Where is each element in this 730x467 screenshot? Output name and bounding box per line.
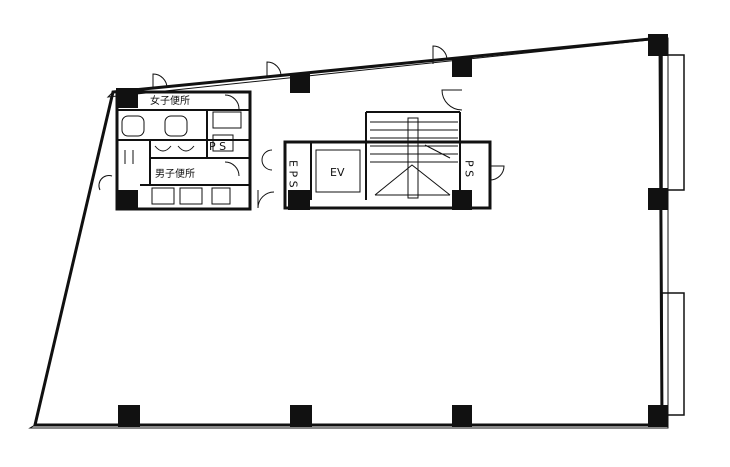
ps-right-label: P S — [463, 160, 476, 177]
mens-restroom-label: 男子便所 — [155, 167, 195, 180]
balcony-upper — [661, 54, 685, 191]
balcony-lower — [661, 292, 685, 416]
columns — [116, 34, 668, 427]
door-swings — [98, 45, 505, 209]
eps-label: E P S — [287, 160, 300, 188]
elevator-label: EV — [330, 166, 345, 179]
ps-left-label: P S — [209, 140, 226, 153]
service-core — [283, 111, 492, 210]
womens-restroom-label: 女子便所 — [150, 94, 190, 107]
restroom-core — [115, 90, 252, 211]
